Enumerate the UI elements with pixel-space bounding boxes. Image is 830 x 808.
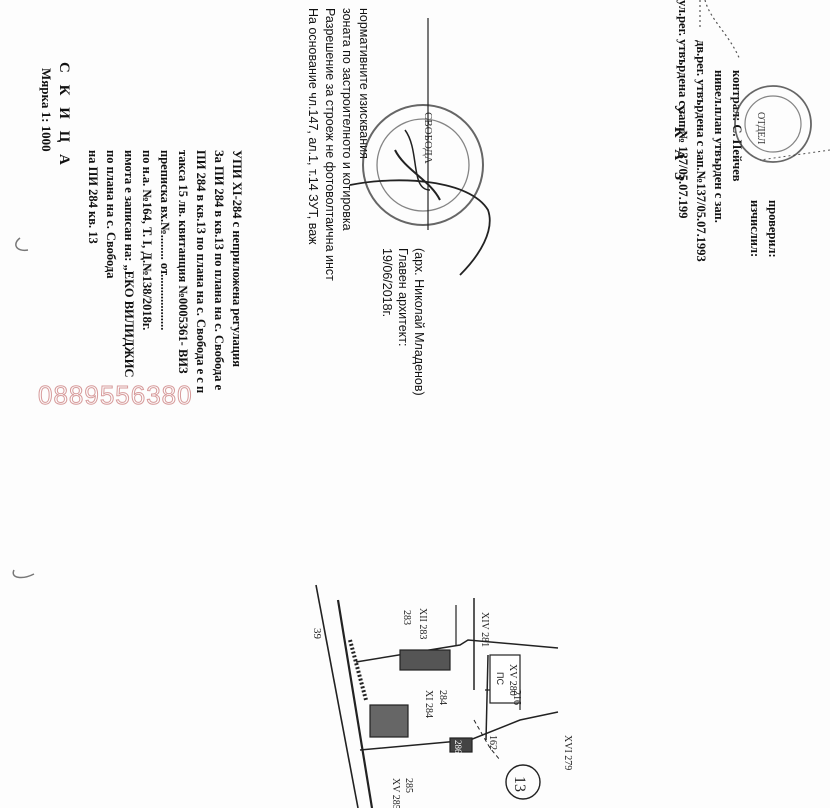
plot-label: 283 xyxy=(401,610,412,625)
plot-label: XV 280 xyxy=(507,664,518,696)
plot-label: 284 xyxy=(437,690,448,705)
plot-label: XI 284 xyxy=(423,690,434,718)
plot-label: 216 xyxy=(511,690,522,705)
plot-label: XIV 281 xyxy=(479,612,490,647)
cadastral-plan: 13 39 283 XII 283 XIV 281 XI 284 284 XV … xyxy=(311,584,573,808)
plot-label: ПС xyxy=(495,672,505,685)
round-stamp-right: ОТДЕЛ xyxy=(734,85,812,163)
plot-label: XII 283 xyxy=(417,608,428,639)
street-number: 39 xyxy=(311,628,323,640)
plot-label: 285 xyxy=(403,778,414,793)
plot-label: 286 xyxy=(453,740,463,754)
plot-label: XV 285 xyxy=(390,778,401,808)
round-stamp: СВОБОДА xyxy=(349,104,491,276)
block-number: 13 xyxy=(511,776,528,792)
phone-watermark: 0889556380 xyxy=(38,380,193,411)
plot-label: XVI 279 xyxy=(562,735,573,770)
stamp-text-right: ОТДЕЛ xyxy=(755,112,766,144)
plot-label: 162 xyxy=(487,735,498,750)
